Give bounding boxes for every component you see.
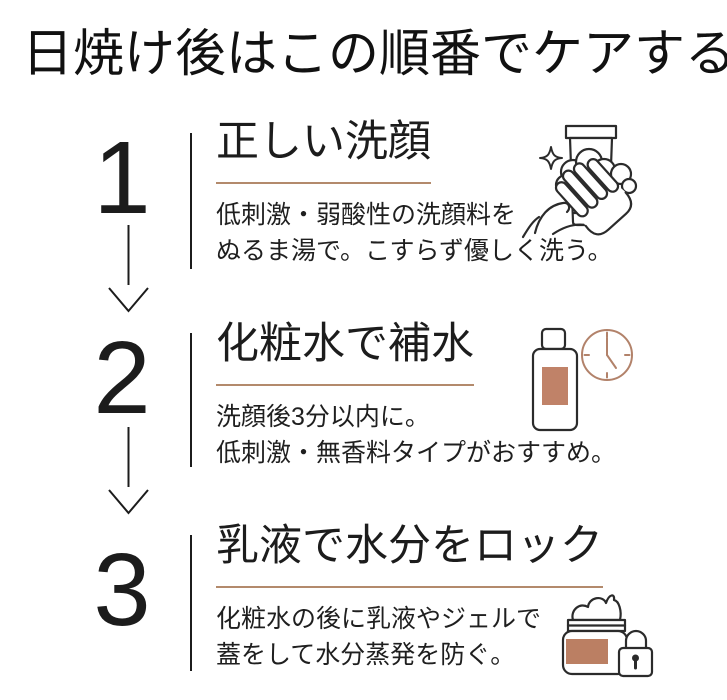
lotion-bottle-icon [531,327,579,432]
step-2-heading: 化粧水で補水 [216,320,474,387]
clock-icon [581,329,633,381]
step-3-description: 化粧水の後に乳液やジェルで 蓋をして水分蒸発を防ぐ。 [216,601,603,673]
step-1-content: 正しい洗顔 低刺激・弱酸性の洗顔料を ぬるま湯で。こすらず優しく洗う。 [216,118,613,269]
step-2-number: 2 [93,320,151,435]
step-1-heading: 正しい洗顔 [216,118,431,185]
step-2-description-line-2: 低刺激・無香料タイプがおすすめ。 [216,439,617,468]
face-wash-icon [521,124,638,239]
step-2-content: 化粧水で補水 洗顔後3分以内に。 低刺激・無香料タイプがおすすめ。 [216,320,616,471]
down-arrow-icon-1 [108,225,149,313]
step-3-description-line-2: 蓋をして水分蒸発を防ぐ。 [216,641,516,670]
cream-jar-lock-icon [561,594,654,678]
step-3-number: 3 [93,532,151,647]
step-3-divider [190,535,192,671]
cream-jar-icon [561,594,629,676]
step-3-heading: 乳液で水分をロック [216,522,603,589]
step-1-description-line-1: 低刺激・弱酸性の洗顔料を [216,201,517,230]
right-hand-icon [554,158,633,236]
down-arrow-icon-2 [108,427,149,515]
step-3-description-line-1: 化粧水の後に乳液やジェルで [216,605,542,634]
step-3-content: 乳液で水分をロック 化粧水の後に乳液やジェルで 蓋をして水分蒸発を防ぐ。 [216,522,603,673]
page-title: 日焼け後はこの順番でケアする [22,25,727,82]
step-2-description-line-1: 洗顔後3分以内に。 [216,403,430,432]
step-1-description-line-2: ぬるま湯で。こすらず優しく洗う。 [216,237,613,266]
step-2-divider [190,333,192,467]
sparkle-icon [539,146,563,170]
step-1-number: 1 [93,120,151,235]
lotion-bottle-clock-icon [531,327,633,432]
step-2-description: 洗顔後3分以内に。 低刺激・無香料タイプがおすすめ。 [216,399,616,471]
step-1-description: 低刺激・弱酸性の洗顔料を ぬるま湯で。こすらず優しく洗う。 [216,197,613,269]
padlock-icon [617,629,654,678]
step-1-divider [190,133,192,269]
